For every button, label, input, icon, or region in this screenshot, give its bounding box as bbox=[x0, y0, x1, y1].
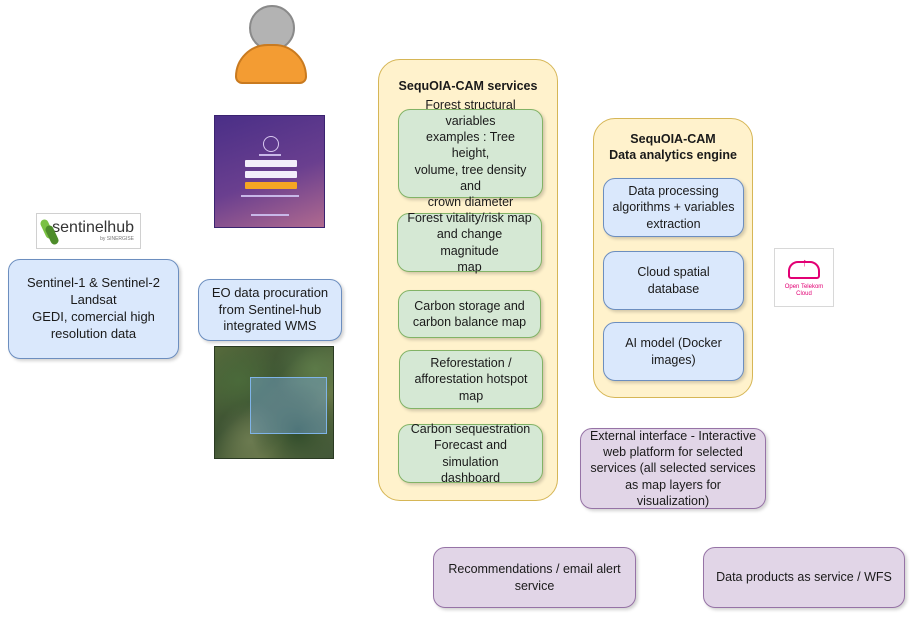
service-text-line: Reforestation / bbox=[430, 356, 512, 371]
engine-text-line: algorithms + variables bbox=[612, 200, 735, 215]
external-interface-line: External interface - Interactive bbox=[589, 428, 757, 443]
data-sources-line: Sentinel-1 & Sentinel-2 bbox=[27, 275, 160, 291]
engine-text-line: extraction bbox=[646, 216, 701, 231]
recommendations-line: Recommendations / email alert bbox=[448, 562, 621, 577]
eo-procurement-line: from Sentinel-hub bbox=[218, 301, 322, 317]
data-sources-box: Sentinel-1 & Sentinel-2 Landsat GEDI, co… bbox=[8, 259, 179, 359]
external-interface-line: as map layers for visualization) bbox=[625, 477, 721, 508]
external-interface-line: web platform for selected bbox=[603, 445, 743, 460]
service-text-line: examples : Tree height, bbox=[426, 130, 515, 161]
sentinelhub-logo-text: sentinelhub bbox=[52, 219, 134, 236]
sentinelhub-logo-subtext: by SINERGISE bbox=[100, 236, 134, 242]
open-telekom-cloud-logo: ↑ Open Telekom Cloud bbox=[774, 248, 834, 307]
engine-text-line: images) bbox=[651, 352, 696, 367]
service-text-line: map bbox=[457, 259, 482, 274]
engine-cloud-database-box: Cloud spatial database bbox=[603, 251, 744, 310]
service-forest-vitality-box: Forest vitality/risk map and change magn… bbox=[397, 211, 542, 274]
engine-data-processing-box: Data processing algorithms + variables e… bbox=[603, 178, 744, 237]
sentinelhub-logo: sentinelhub by SINERGISE bbox=[36, 213, 141, 249]
analytics-engine-title: SequOIA-CAM Data analytics engine bbox=[593, 131, 753, 164]
login-logo-icon bbox=[263, 136, 279, 152]
eo-procurement-line: integrated WMS bbox=[223, 318, 317, 334]
engine-text-line: Data processing bbox=[628, 184, 719, 199]
map-selection-area bbox=[250, 377, 327, 434]
analytics-engine-title-line: SequOIA-CAM bbox=[630, 132, 716, 146]
recommendations-line: service bbox=[514, 578, 555, 593]
login-title-line bbox=[259, 154, 281, 156]
service-carbon-sequestration-box: Carbon sequestration Forecast and simula… bbox=[398, 422, 543, 485]
eo-procurement-line: EO data procuration bbox=[211, 284, 329, 300]
service-text-line: carbon balance map bbox=[412, 315, 527, 329]
login-password-field bbox=[245, 171, 297, 178]
engine-ai-model-box: AI model (Docker images) bbox=[603, 322, 744, 381]
otc-logo-text: Open Telekom bbox=[784, 283, 824, 290]
data-products-box: Data products as service / WFS bbox=[703, 547, 905, 608]
engine-text-line: database bbox=[647, 281, 700, 296]
service-text-line: Carbon sequestration bbox=[410, 422, 531, 436]
service-text-line: variables bbox=[445, 113, 496, 128]
user-head-shape bbox=[249, 5, 295, 51]
engine-text-line: Cloud spatial bbox=[637, 265, 710, 280]
cloud-upload-icon: ↑ bbox=[786, 257, 822, 282]
service-text-line: volume, tree density and bbox=[414, 162, 527, 193]
data-sources-line: GEDI, comercial high bbox=[32, 309, 155, 324]
service-text-line: Forest vitality/risk map bbox=[407, 211, 532, 225]
login-username-field bbox=[245, 160, 297, 167]
login-button-shape bbox=[245, 182, 297, 189]
service-forest-structural-box: Forest structural variables examples : T… bbox=[398, 98, 543, 209]
service-text-line: Carbon storage and bbox=[414, 298, 525, 313]
service-carbon-storage-box: Carbon storage and carbon balance map bbox=[398, 290, 541, 338]
service-text-line: Forecast and simulation bbox=[434, 438, 507, 469]
service-text-line: Forest structural bbox=[425, 97, 516, 112]
data-products-label: Data products as service / WFS bbox=[716, 570, 892, 585]
login-links-line bbox=[241, 195, 299, 197]
external-interface-line: services (all selected services bbox=[590, 461, 756, 476]
data-sources-line: Landsat bbox=[70, 292, 117, 308]
service-text-line: map bbox=[458, 388, 484, 403]
engine-text-line: AI model (Docker bbox=[625, 336, 722, 351]
otc-logo-text: Cloud bbox=[796, 290, 812, 297]
service-text-line: and change magnitude bbox=[436, 227, 503, 258]
login-footer-line bbox=[251, 214, 289, 216]
external-interface-box: External interface - Interactive web pla… bbox=[580, 428, 766, 509]
service-reforestation-box: Reforestation / afforestation hotspot ma… bbox=[399, 350, 543, 409]
eo-procurement-box: EO data procuration from Sentinel-hub in… bbox=[198, 279, 342, 341]
satellite-map-thumbnail bbox=[214, 346, 334, 459]
sentinelhub-mark-icon bbox=[43, 217, 47, 245]
data-sources-line: resolution data bbox=[50, 325, 137, 341]
service-text-line: crown diameter bbox=[427, 195, 514, 210]
recommendations-box: Recommendations / email alert service bbox=[433, 547, 636, 608]
user-body-shape bbox=[235, 44, 307, 84]
service-text-line: afforestation hotspot bbox=[414, 372, 528, 387]
service-text-line: dashboard bbox=[440, 470, 501, 485]
login-screen-thumbnail bbox=[214, 115, 325, 228]
services-title: SequOIA-CAM services bbox=[398, 79, 538, 93]
analytics-engine-title-line: Data analytics engine bbox=[609, 148, 737, 163]
